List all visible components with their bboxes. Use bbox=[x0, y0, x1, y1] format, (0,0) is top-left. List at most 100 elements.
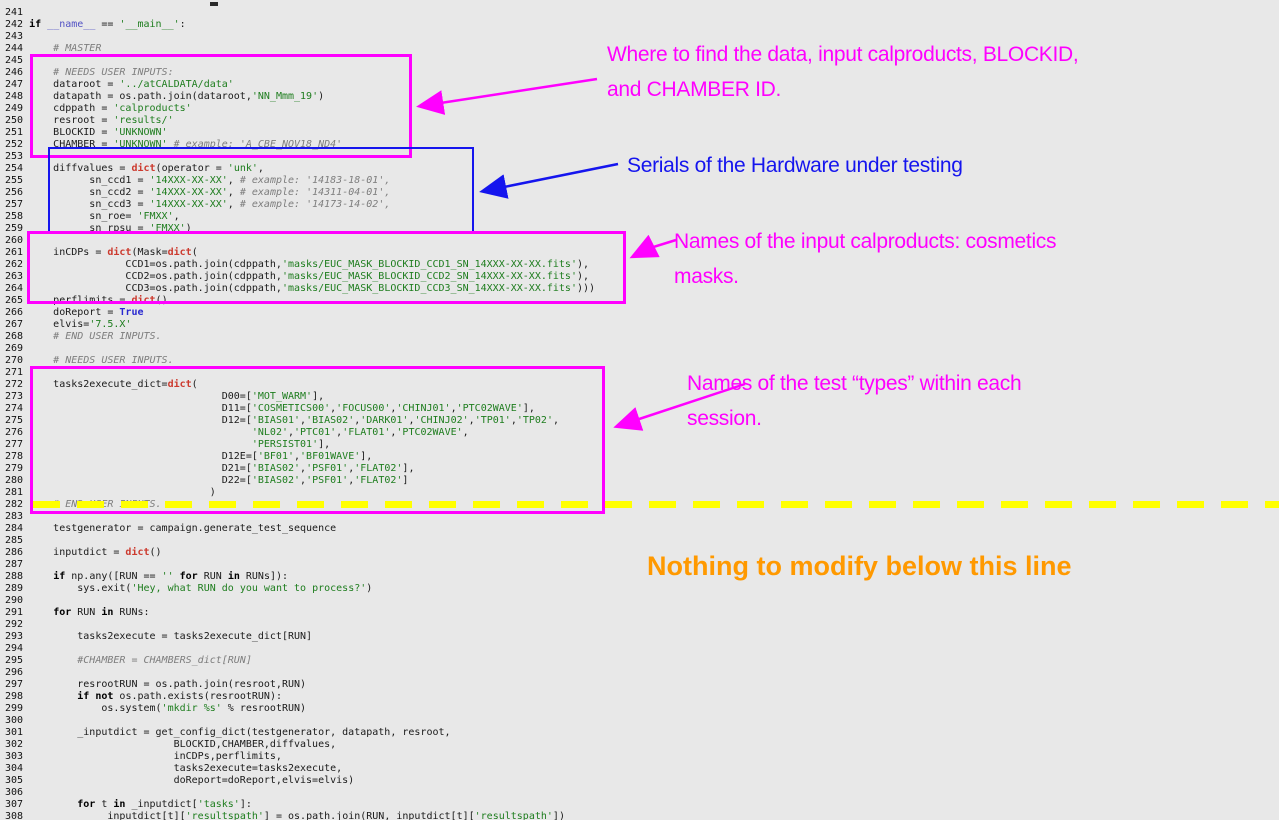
code-line: 249 cdppath = 'calproducts' bbox=[5, 103, 192, 114]
line-number: 255 bbox=[5, 175, 30, 186]
line-number: 273 bbox=[5, 391, 30, 402]
line-number: 290 bbox=[5, 595, 30, 606]
code-line: 296 bbox=[5, 667, 595, 679]
serials-highlight-box bbox=[48, 147, 474, 234]
code-line: 298 if not os.path.exists(resrootRUN): bbox=[5, 691, 282, 702]
line-number: 279 bbox=[5, 463, 30, 474]
code-line: 257 sn_ccd3 = '14XXX-XX-XX', # example: … bbox=[5, 199, 391, 210]
code-line: 288 if np.any([RUN == '' for RUN in RUNs… bbox=[5, 571, 289, 582]
code-line: 303 inCDPs,perflimits, bbox=[5, 751, 282, 762]
note-hardware-serials: Serials of the Hardware under testing bbox=[627, 154, 963, 177]
code-line: 279 D21=['BIAS02','PSF01','FLAT02'], bbox=[5, 463, 415, 474]
line-number: 269 bbox=[5, 343, 30, 354]
tasks-highlight-box bbox=[30, 366, 605, 514]
line-number: 251 bbox=[5, 127, 30, 138]
line-number: 265 bbox=[5, 295, 30, 306]
code-line: 297 resrootRUN = os.path.join(resroot,RU… bbox=[5, 679, 307, 690]
line-number: 241 bbox=[5, 7, 30, 18]
line-number: 271 bbox=[5, 367, 30, 378]
line-number: 242 bbox=[5, 19, 30, 30]
code-line: 280 D22=['BIAS02','PSF01','FLAT02'] bbox=[5, 475, 409, 486]
line-number: 260 bbox=[5, 235, 30, 246]
line-number: 305 bbox=[5, 775, 30, 786]
line-number: 306 bbox=[5, 787, 30, 798]
line-number: 301 bbox=[5, 727, 30, 738]
line-number: 297 bbox=[5, 679, 30, 690]
line-number: 245 bbox=[5, 55, 30, 66]
code-line: 254 diffvalues = dict(operator = 'unk', bbox=[5, 163, 264, 174]
line-number: 304 bbox=[5, 763, 30, 774]
code-line: 258 sn_roe= 'FMXX', bbox=[5, 211, 180, 222]
code-line: 263 CCD2=os.path.join(cdppath,'masks/EUC… bbox=[5, 271, 590, 282]
line-number: 299 bbox=[5, 703, 30, 714]
note-nothing-to-modify: Nothing to modify below this line bbox=[647, 551, 1072, 581]
line-number: 253 bbox=[5, 151, 30, 162]
code-line: 304 tasks2execute=tasks2execute, bbox=[5, 763, 343, 774]
arrow-incdps-icon bbox=[629, 234, 677, 259]
line-number: 303 bbox=[5, 751, 30, 762]
line-number: 298 bbox=[5, 691, 30, 702]
code-line: 266 doReport = True bbox=[5, 307, 144, 318]
line-number: 289 bbox=[5, 583, 30, 594]
line-number: 252 bbox=[5, 139, 30, 150]
code-line: 268 # END USER INPUTS. bbox=[5, 331, 162, 342]
line-number: 281 bbox=[5, 487, 30, 498]
line-number: 276 bbox=[5, 427, 30, 438]
line-number: 302 bbox=[5, 739, 30, 750]
line-number: 284 bbox=[5, 523, 30, 534]
line-number: 272 bbox=[5, 379, 30, 390]
code-line: 253 bbox=[5, 151, 595, 163]
code-line: 242 if __name__ == '__main__': bbox=[5, 19, 186, 30]
line-number: 243 bbox=[5, 31, 30, 42]
note-where-to-find-data: Where to find the data, input calproduct… bbox=[607, 43, 1079, 101]
line-number: 247 bbox=[5, 79, 30, 90]
code-line: 244 # MASTER bbox=[5, 43, 102, 54]
code-line: 277 'PERSIST01'], bbox=[5, 439, 331, 450]
line-number: 254 bbox=[5, 163, 30, 174]
line-number: 292 bbox=[5, 619, 30, 630]
code-line: 267 elvis='7.5.X' bbox=[5, 319, 132, 330]
code-line: 256 sn_ccd2 = '14XXX-XX-XX', # example: … bbox=[5, 187, 391, 198]
code-line: 287 bbox=[5, 559, 595, 571]
line-number: 275 bbox=[5, 415, 30, 426]
code-line: 270 # NEEDS USER INPUTS. bbox=[5, 355, 174, 366]
line-number: 270 bbox=[5, 355, 30, 366]
code-line: 300 bbox=[5, 715, 595, 727]
code-line: 283 bbox=[5, 511, 595, 523]
code-line: 255 sn_ccd1 = '14XXX-XX-XX', # example: … bbox=[5, 175, 391, 186]
note-input-calproducts: Names of the input calproducts: cosmetic… bbox=[674, 230, 1057, 288]
line-number: 244 bbox=[5, 43, 30, 54]
code-line: 251 BLOCKID = 'UNKNOWN' bbox=[5, 127, 168, 138]
line-number: 278 bbox=[5, 451, 30, 462]
code-line: 292 bbox=[5, 619, 595, 631]
line-number: 258 bbox=[5, 211, 30, 222]
line-number: 280 bbox=[5, 475, 30, 486]
code-line: 308 _inputdict[t]['resultspath'] = os.pa… bbox=[5, 811, 565, 820]
line-number: 264 bbox=[5, 283, 30, 294]
code-line: 285 bbox=[5, 535, 595, 547]
code-line: 271 bbox=[5, 367, 595, 379]
line-number: 263 bbox=[5, 271, 30, 282]
code-line: 306 bbox=[5, 787, 595, 799]
line-number: 282 bbox=[5, 499, 30, 510]
code-line: 245 bbox=[5, 55, 595, 67]
code-line: 291 for RUN in RUNs: bbox=[5, 607, 150, 618]
line-number: 267 bbox=[5, 319, 30, 330]
code-line: 289 sys.exit('Hey, what RUN do you want … bbox=[5, 583, 373, 594]
line-number: 259 bbox=[5, 223, 30, 234]
code-line: 302 BLOCKID,CHAMBER,diffvalues, bbox=[5, 739, 337, 750]
code-line: 248 datapath = os.path.join(dataroot,'NN… bbox=[5, 91, 325, 102]
user-inputs-highlight-box bbox=[30, 54, 412, 158]
line-number: 300 bbox=[5, 715, 30, 726]
line-number: 307 bbox=[5, 799, 30, 810]
cropped-glyph-artifact bbox=[210, 2, 218, 6]
code-line: 260 bbox=[5, 235, 595, 247]
line-number: 295 bbox=[5, 655, 30, 666]
code-line: 250 resroot = 'results/' bbox=[5, 115, 174, 126]
line-number: 261 bbox=[5, 247, 30, 258]
code-line: 301 _inputdict = get_config_dict(testgen… bbox=[5, 727, 451, 738]
code-line: 293 tasks2execute = tasks2execute_dict[R… bbox=[5, 631, 313, 642]
line-number: 308 bbox=[5, 811, 30, 820]
code-line: 307 for t in _inputdict['tasks']: bbox=[5, 799, 252, 810]
line-number: 291 bbox=[5, 607, 30, 618]
